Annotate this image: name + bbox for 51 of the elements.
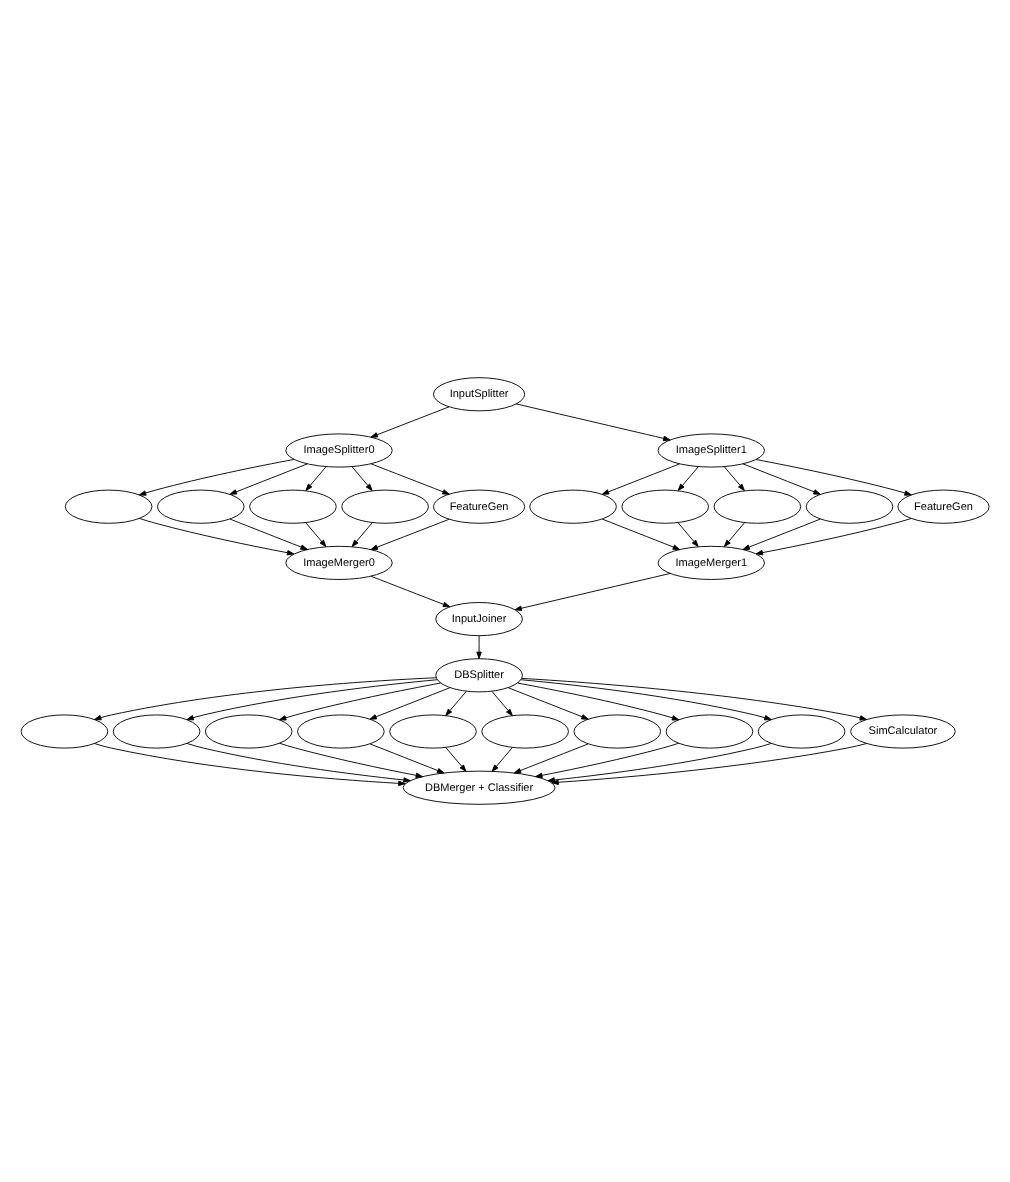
arrow [491,747,513,772]
arrow [370,463,450,495]
arrow [94,677,437,721]
arrow [491,690,513,716]
arrow [723,466,745,491]
arrow [351,522,373,547]
arrow [138,459,295,496]
arrow [370,518,450,551]
arrow [370,575,451,608]
arrow [742,463,821,495]
arrow [742,518,821,550]
arrow [723,522,745,547]
arrow [476,635,482,659]
arrow [601,463,681,495]
arrow [186,679,438,721]
arrow [369,743,445,774]
arrow [517,682,680,721]
arrow [515,403,671,442]
arrow [278,742,423,779]
arrow [755,518,912,556]
arrow [521,677,868,721]
node-ellipse [481,714,569,749]
arrow [278,682,441,721]
node-ellipse [621,489,709,524]
node-ellipse [713,489,802,524]
node-ellipse [341,489,429,524]
arrow [445,690,467,716]
arrow [305,466,327,491]
arrow [677,466,699,491]
arrow [94,743,406,787]
arrow [535,742,680,779]
arrow [507,687,589,720]
arrow [369,687,451,720]
arrow [370,406,450,438]
arrow [547,743,772,783]
arrow [755,459,912,496]
arrow [551,743,868,785]
node-ellipse [389,714,477,749]
arrow [677,522,699,547]
node-ellipse [249,489,337,524]
arrow [229,463,308,495]
arrow [186,743,411,783]
arrow [305,522,327,547]
arrow [229,518,308,550]
arrow [520,679,772,721]
arrow [138,517,295,556]
arrow [601,518,681,550]
arrow [513,743,589,774]
arrow [514,573,671,611]
arrow [351,466,373,491]
arrow [445,747,467,772]
